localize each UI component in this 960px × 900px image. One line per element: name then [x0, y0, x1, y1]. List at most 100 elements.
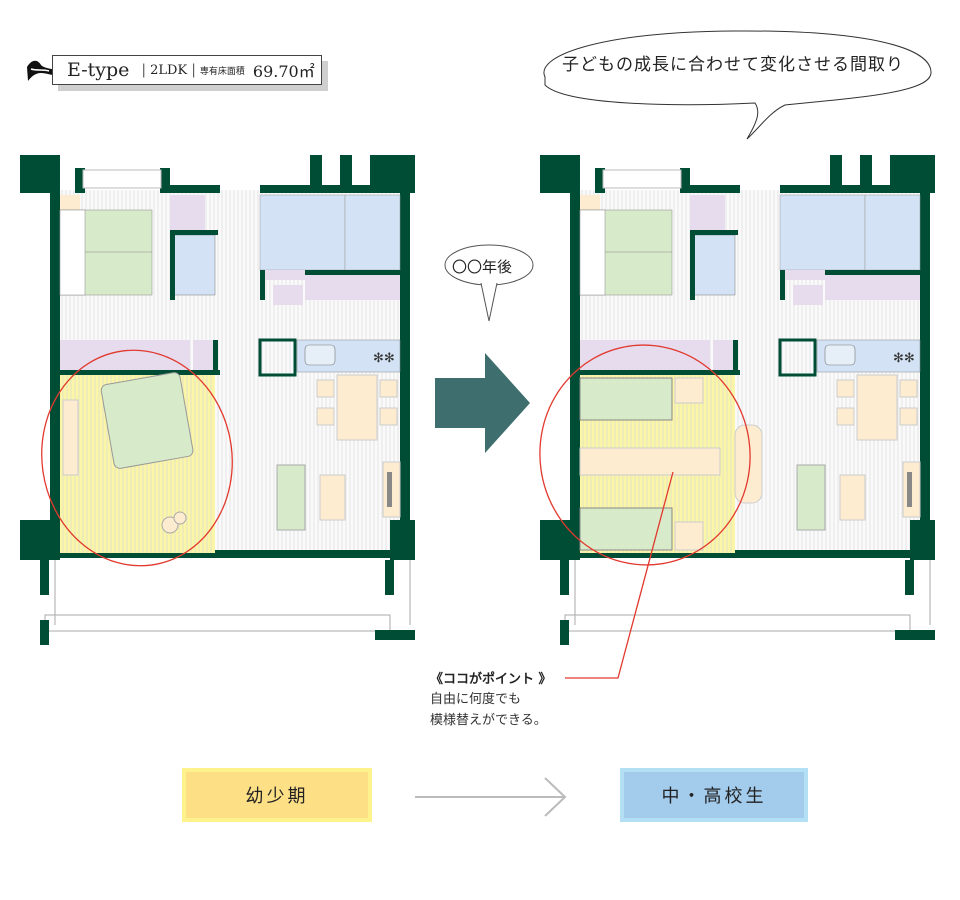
wall — [160, 168, 170, 193]
dining-table — [336, 374, 378, 441]
separator: | — [191, 62, 196, 78]
sofa — [796, 464, 826, 531]
closet — [690, 340, 710, 370]
washroom — [779, 194, 866, 271]
balcony-post — [560, 620, 569, 645]
storage — [690, 195, 725, 233]
balcony-post — [560, 560, 569, 595]
type-name: E-type — [67, 59, 130, 81]
dining-chair — [899, 379, 918, 398]
toy — [173, 511, 187, 525]
highlight-circle — [539, 344, 751, 566]
closet — [60, 340, 170, 370]
sofa — [276, 464, 306, 531]
stage-early-childhood: 幼少期 — [182, 768, 372, 822]
closet — [193, 340, 213, 370]
layout-label: 2LDK — [150, 62, 188, 78]
balcony-post — [905, 560, 914, 595]
stove-icon: ✻✻ — [893, 351, 915, 366]
wall-corner — [370, 155, 415, 193]
wall — [160, 185, 220, 193]
dining-chair — [316, 379, 335, 398]
dining-chair — [836, 407, 855, 426]
desk-lower — [674, 521, 704, 551]
balcony-post — [40, 560, 49, 595]
wall — [680, 168, 690, 193]
coffee-table — [319, 474, 346, 521]
wall-left — [570, 188, 580, 558]
partition-shelves — [579, 447, 721, 476]
dining-table — [856, 374, 898, 441]
wall — [595, 168, 605, 193]
dining-chair — [379, 379, 398, 398]
closet — [170, 340, 190, 370]
speech-bubble-main — [543, 30, 932, 140]
leader-line — [565, 471, 674, 679]
wall — [860, 155, 872, 190]
wall — [260, 270, 265, 300]
washroom — [259, 194, 346, 271]
pillow-area — [579, 209, 606, 296]
wall — [340, 155, 352, 190]
bathroom — [864, 194, 921, 271]
wall-bottom — [50, 550, 410, 558]
dining-chair — [316, 407, 335, 426]
thin-right-arrow-icon — [415, 777, 567, 817]
wall — [170, 230, 218, 235]
plan-title-box: E-type | 2LDK | 専有床面積 69.70㎡ — [52, 55, 322, 85]
balcony-post — [895, 630, 935, 640]
wall — [830, 155, 842, 190]
wall — [580, 370, 740, 375]
balcony-post — [375, 630, 415, 640]
wall — [60, 370, 220, 375]
dining-chair — [836, 379, 855, 398]
swoosh-logo-icon — [27, 60, 63, 81]
wall — [75, 168, 85, 193]
wall — [305, 270, 400, 275]
wall-left — [50, 188, 60, 558]
wall-right — [920, 188, 930, 558]
storage — [305, 275, 400, 300]
window — [82, 169, 162, 189]
wall-right — [400, 188, 410, 558]
toilet — [172, 234, 216, 296]
area-value: 69.70㎡ — [252, 62, 315, 81]
dining-chair — [379, 407, 398, 426]
wall — [310, 155, 322, 190]
storage — [780, 270, 825, 280]
point-title: 《ココがポイント 》 — [430, 672, 552, 687]
tv — [907, 472, 912, 507]
wall-corner — [540, 155, 580, 193]
tv — [387, 472, 392, 507]
bed-upper — [579, 377, 673, 421]
pantry — [778, 338, 817, 377]
balcony-post — [385, 560, 394, 595]
cabinet — [734, 424, 763, 504]
dining-chair — [899, 407, 918, 426]
balcony-post — [40, 620, 49, 645]
point-line: 自由に何度でも — [430, 692, 522, 707]
wall — [170, 230, 175, 300]
wall — [733, 340, 738, 375]
wall — [825, 270, 920, 275]
nightstand — [60, 195, 80, 210]
storage — [170, 195, 205, 233]
wall-bottom — [570, 550, 930, 558]
balcony — [44, 614, 391, 632]
toilet — [692, 234, 736, 296]
sink-icon — [304, 344, 336, 366]
pillow-area — [59, 209, 86, 296]
stove-icon: ✻✻ — [373, 351, 395, 366]
bathroom — [344, 194, 401, 271]
storage — [793, 285, 823, 305]
separator: | — [141, 62, 147, 78]
storage — [273, 285, 303, 305]
point-line: 模様替えができる。 — [430, 713, 547, 728]
wall — [690, 230, 738, 235]
area-label: 専有床面積 — [199, 66, 245, 77]
sink-icon — [824, 344, 856, 366]
stage-teen: 中・高校生 — [620, 768, 808, 822]
wall — [690, 230, 695, 300]
desk-upper — [674, 377, 704, 404]
speech-bubble-years — [444, 244, 534, 322]
